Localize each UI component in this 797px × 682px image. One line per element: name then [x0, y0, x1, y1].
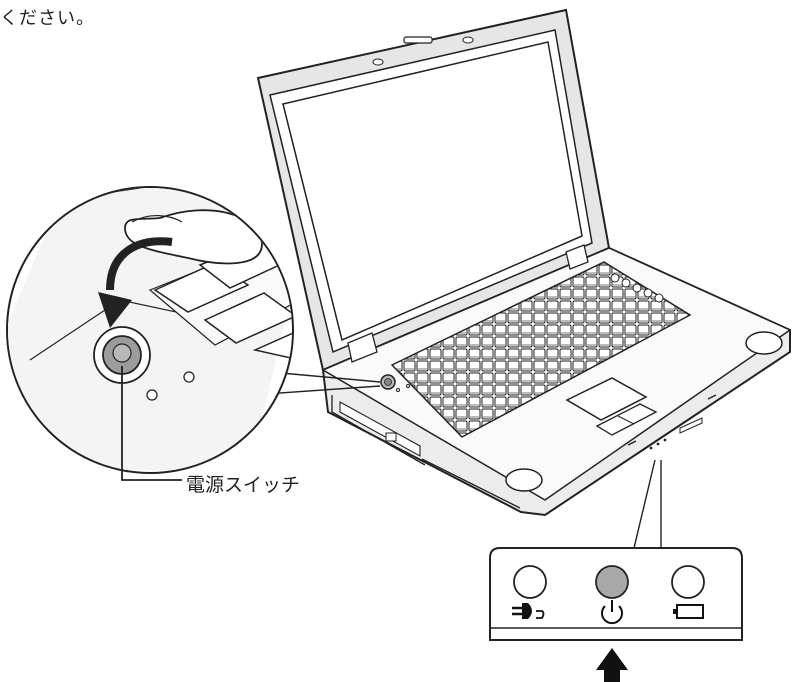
laptop-screen	[282, 41, 583, 342]
label-leader-line	[121, 366, 182, 481]
laptop-lid	[256, 8, 611, 372]
touchpad	[565, 377, 648, 421]
power-icon	[601, 600, 623, 625]
magnified-view	[6, 186, 294, 474]
speaker-right	[745, 331, 783, 355]
keyboard	[390, 261, 692, 438]
lid-latch	[403, 36, 433, 44]
power-switch-label: 電源スイッチ	[186, 474, 301, 496]
dc-in-indicator	[513, 565, 547, 599]
battery-icon	[673, 604, 704, 619]
speaker-left	[505, 468, 543, 492]
callout-line-top	[269, 371, 381, 383]
battery-indicator	[671, 565, 705, 599]
up-arrow-icon	[596, 648, 628, 682]
plug-icon	[512, 603, 545, 619]
touchpad-buttons	[595, 403, 658, 436]
optical-drive	[339, 401, 421, 457]
laptop-base	[321, 244, 792, 517]
press-arrow-icon	[98, 292, 132, 328]
instruction-text-fragment: ください。	[0, 8, 95, 29]
power-indicator	[595, 565, 629, 599]
indicator-panel	[489, 547, 743, 641]
